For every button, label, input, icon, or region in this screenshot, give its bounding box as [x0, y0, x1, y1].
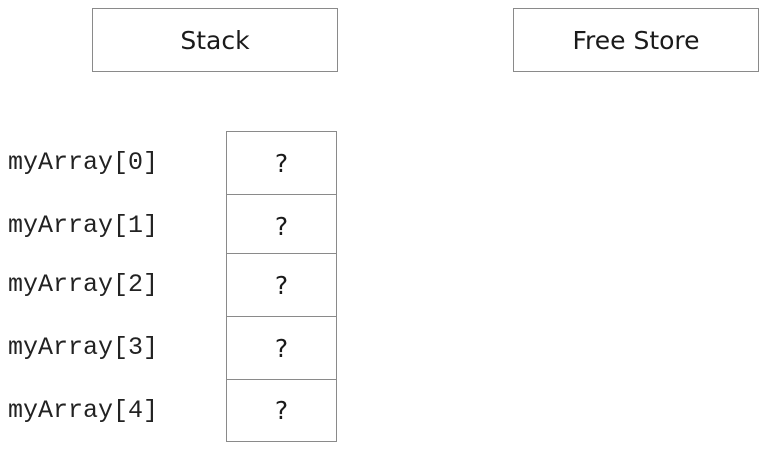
array-element-label: myArray[3] [8, 333, 159, 362]
array-element-label: myArray[1] [8, 211, 159, 240]
array-row: myArray[2] ? [0, 253, 340, 316]
array-row: myArray[4] ? [0, 379, 340, 442]
array-row: myArray[1] ? [0, 194, 340, 257]
array-cell: ? [226, 253, 337, 316]
array-row: myArray[3] ? [0, 316, 340, 379]
array-cell: ? [226, 194, 337, 257]
array-element-label: myArray[0] [8, 148, 159, 177]
array-row: myArray[0] ? [0, 131, 340, 194]
array-cell: ? [226, 316, 337, 379]
array-cell: ? [226, 131, 337, 194]
array-element-label: myArray[2] [8, 270, 159, 299]
stack-header: Stack [92, 8, 338, 72]
array-element-label: myArray[4] [8, 396, 159, 425]
array-cell: ? [226, 379, 337, 442]
free-store-header: Free Store [513, 8, 759, 72]
